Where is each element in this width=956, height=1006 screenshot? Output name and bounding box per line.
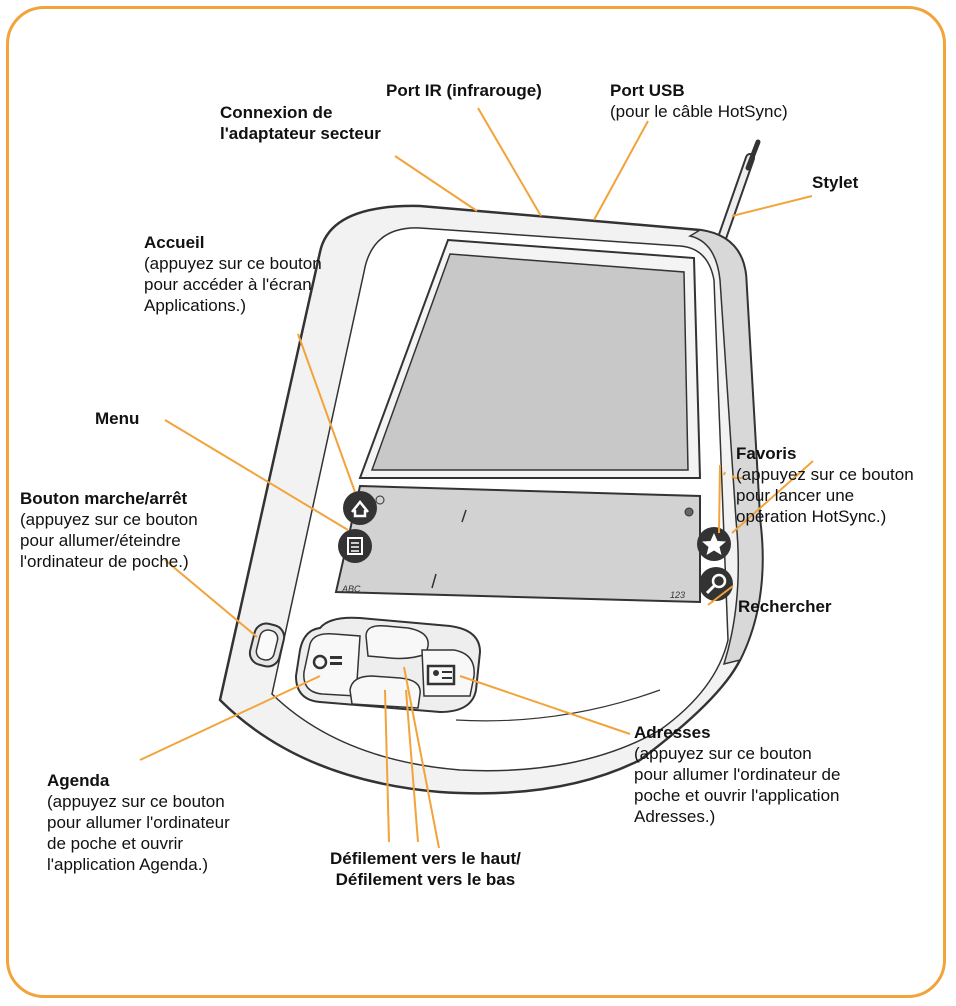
label-menu: Menu bbox=[95, 409, 140, 428]
home-icon[interactable] bbox=[343, 491, 377, 525]
label-date-book: Agenda (appuyez sur ce bouton pour allum… bbox=[47, 771, 230, 874]
graffiti-abc-label: ABC bbox=[341, 584, 361, 594]
favorites-icon[interactable] bbox=[697, 527, 731, 561]
device-side bbox=[688, 229, 764, 666]
menu-icon[interactable] bbox=[338, 529, 372, 563]
address-icon[interactable] bbox=[426, 664, 456, 686]
leader-lines bbox=[139, 107, 814, 849]
label-favorites: Favoris (appuyez sur ce bouton pour lanc… bbox=[736, 444, 914, 526]
label-scroll: Défilement vers le haut/ Défilement vers… bbox=[330, 849, 521, 889]
label-home: Accueil (appuyez sur ce bouton pour accé… bbox=[144, 233, 322, 315]
date-book-icon[interactable] bbox=[312, 654, 342, 670]
label-usb-port: Port USB (pour le câble HotSync) bbox=[610, 81, 788, 121]
label-find: Rechercher bbox=[738, 597, 832, 616]
label-power-button: Bouton marche/arrêt (appuyez sur ce bout… bbox=[20, 489, 198, 571]
find-icon[interactable] bbox=[699, 567, 733, 601]
label-stylus: Stylet bbox=[812, 173, 859, 192]
diagram-frame bbox=[6, 6, 946, 998]
scroll-up-button bbox=[365, 624, 429, 660]
graffiti-area bbox=[334, 484, 701, 604]
label-ir-port: Port IR (infrarouge) bbox=[386, 81, 542, 100]
stylus bbox=[717, 139, 761, 243]
graffiti-123-label: 123 bbox=[670, 590, 685, 600]
label-adapter-connector: Connexion de l'adaptateur secteur bbox=[220, 103, 381, 143]
label-address: Adresses (appuyez sur ce bouton pour all… bbox=[634, 723, 841, 826]
screen bbox=[370, 253, 689, 471]
